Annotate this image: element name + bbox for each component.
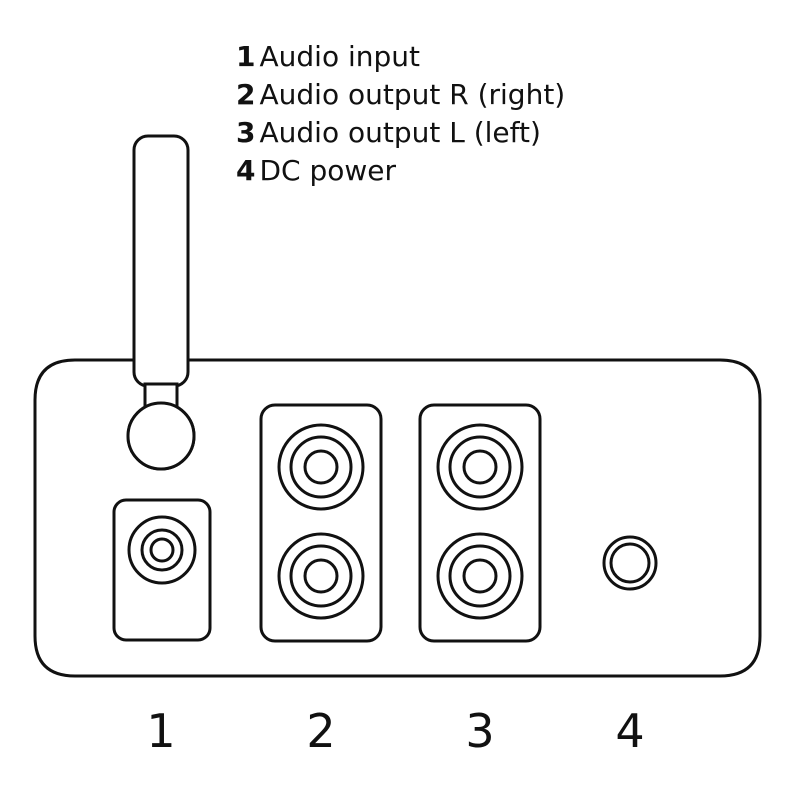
audio-output-left-port — [418, 403, 542, 643]
legend-text: Audio output R (right) — [259, 78, 566, 111]
legend-number: 2 — [236, 78, 256, 111]
port-label-4: 4 — [615, 704, 644, 758]
antenna-base — [126, 401, 196, 471]
legend-text: Audio output L (left) — [259, 116, 541, 149]
port-label-2: 2 — [306, 704, 335, 758]
device-body — [33, 358, 762, 678]
legend-number: 3 — [236, 116, 256, 149]
port-label-3: 3 — [465, 704, 494, 758]
audio-output-right-port — [259, 403, 383, 643]
legend-text: Audio input — [259, 40, 420, 73]
legend-text: DC power — [259, 154, 397, 187]
audio-input-port — [112, 498, 212, 642]
dc-power-port — [602, 535, 658, 591]
legend-number: 4 — [236, 154, 256, 187]
port-label-1: 1 — [146, 704, 175, 758]
legend-number: 1 — [236, 40, 256, 73]
